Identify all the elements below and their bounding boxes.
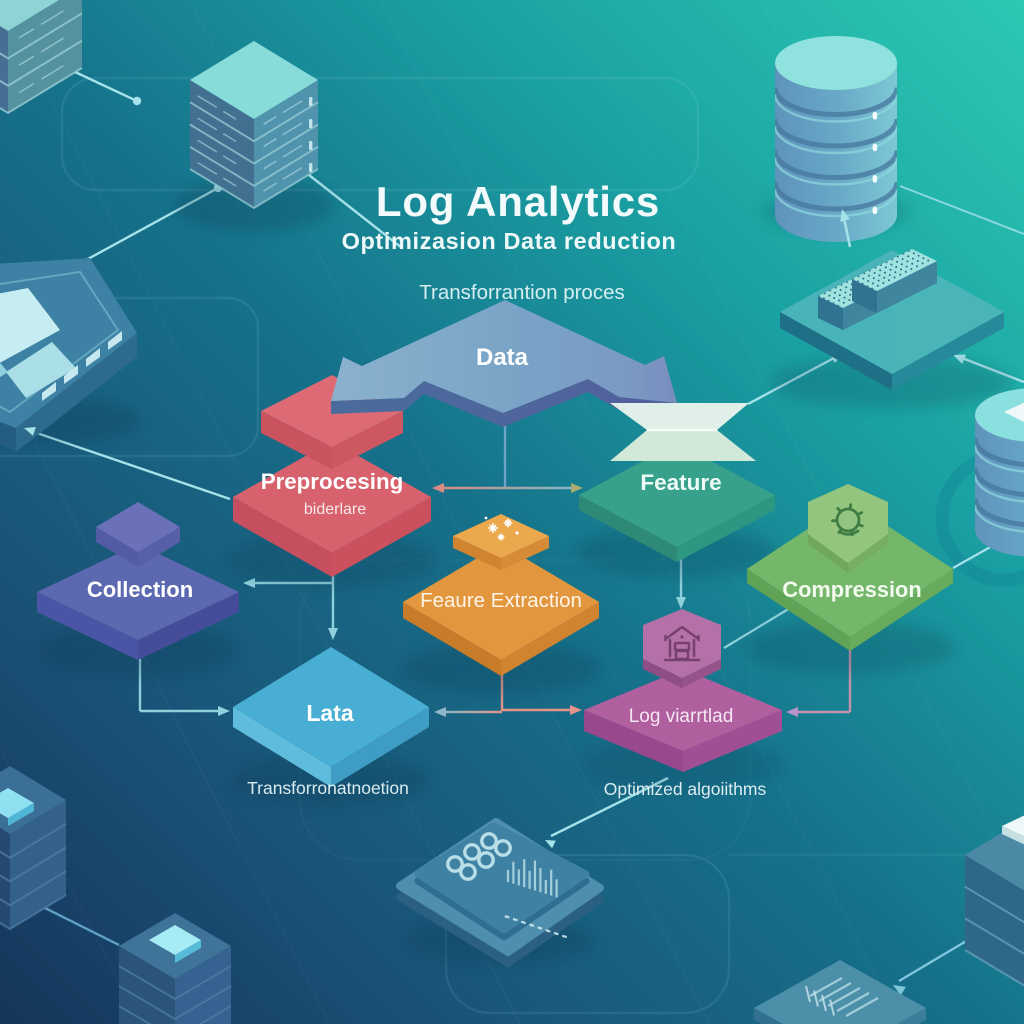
svg-text:Compression: Compression [782, 577, 921, 602]
svg-text:Collection: Collection [87, 577, 193, 602]
svg-text:Feature: Feature [640, 470, 721, 495]
svg-text:Optimizasion Data reduction: Optimizasion Data reduction [342, 228, 677, 254]
svg-text:Transforronatnoetion: Transforronatnoetion [247, 778, 409, 798]
svg-text:Log Analytics: Log Analytics [376, 178, 660, 225]
svg-text:Log viarrtlad: Log viarrtlad [629, 706, 734, 727]
svg-text:Lata: Lata [306, 700, 354, 726]
svg-text:Data: Data [476, 344, 529, 371]
svg-text:Optimized algoiithms: Optimized algoiithms [604, 779, 767, 799]
svg-text:bіdеrlare: bіdеrlare [304, 501, 366, 518]
svg-text:Transforrantion proces: Transforrantion proces [419, 281, 624, 304]
svg-text:Preprocesing: Preprocesing [261, 469, 404, 494]
svg-text:Feaure Extraction: Feaure Extraction [420, 589, 582, 612]
